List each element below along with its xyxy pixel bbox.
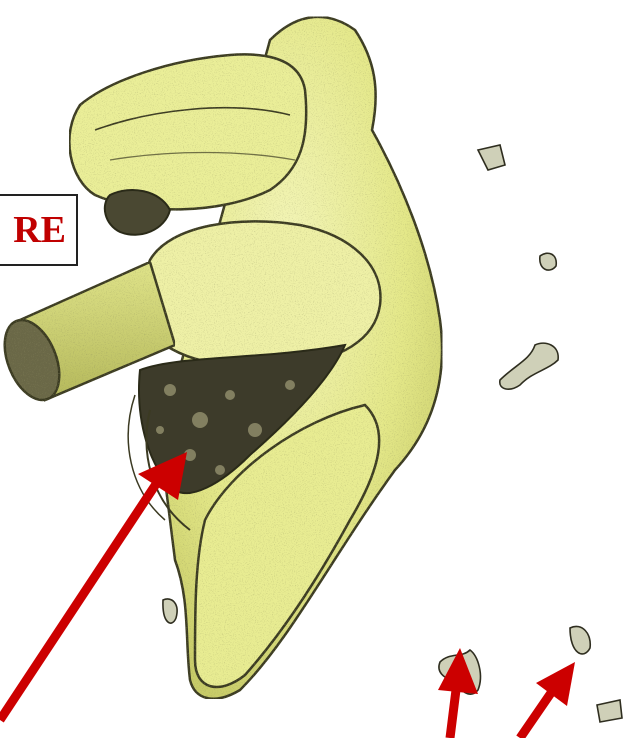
fragment-icon <box>597 700 622 722</box>
label-text: RE <box>13 208 66 252</box>
fragment-icon <box>540 253 556 270</box>
fragment-icon <box>478 145 505 170</box>
label-box: RE <box>0 194 78 266</box>
red-arrow-icon <box>520 662 575 738</box>
fragment-icon <box>570 626 590 654</box>
fragment-icon <box>500 343 558 389</box>
fragment-icon <box>163 599 177 623</box>
